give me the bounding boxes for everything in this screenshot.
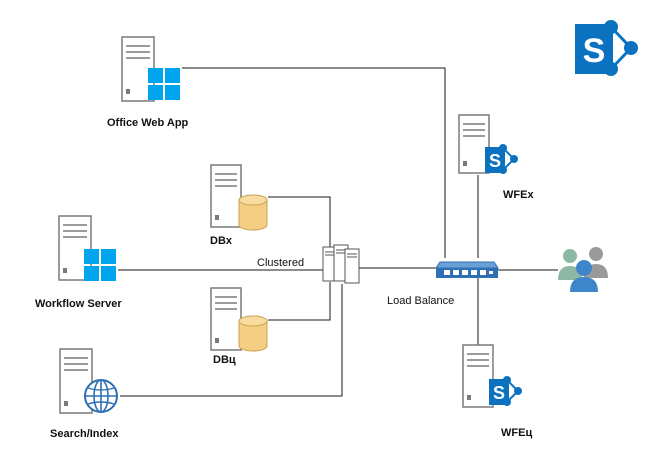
- label-clustered: Clustered: [257, 257, 304, 269]
- server-icon: [58, 215, 92, 281]
- server-icon: [210, 164, 242, 228]
- office-web-app-node: Office Web App: [107, 36, 189, 129]
- wfey-node: S WFEц: [462, 344, 532, 439]
- sharepoint-logo-icon: S: [575, 20, 638, 76]
- server-icon: [462, 344, 494, 408]
- label-dby: DBц: [213, 354, 236, 366]
- dbx-node: DBx: [210, 164, 268, 247]
- windows-logo-icon: [84, 249, 116, 281]
- line-dbx-to-cluster: [268, 196, 331, 252]
- workflow-server-node: Workflow Server: [35, 215, 122, 310]
- database-icon: [238, 315, 268, 352]
- svg-text:S: S: [583, 32, 606, 70]
- users-group-icon: [558, 247, 608, 292]
- server-icon: [458, 114, 490, 174]
- sharepoint-icon: S: [485, 144, 518, 174]
- line-search-to-cluster: [120, 284, 343, 397]
- server-icon: [210, 287, 242, 351]
- network-switch-icon: [435, 261, 499, 278]
- label-load-balance: Load Balance: [387, 295, 454, 307]
- label-search-index: Search/Index: [50, 428, 119, 440]
- label-office-web-app: Office Web App: [107, 117, 189, 129]
- label-dbx: DBx: [210, 235, 233, 247]
- label-wfex: WFEx: [503, 189, 534, 201]
- dby-node: DBц: [210, 287, 268, 366]
- globe-icon: [84, 379, 118, 413]
- svg-text:S: S: [489, 151, 501, 171]
- line-office-web-app-to-load-balancer: [182, 67, 446, 258]
- wfex-node: S WFEx: [458, 114, 534, 201]
- svg-text:S: S: [493, 383, 505, 403]
- connection-lines: [118, 67, 558, 397]
- label-workflow-server: Workflow Server: [35, 298, 122, 310]
- search-index-node: Search/Index: [50, 348, 119, 440]
- label-wfey: WFEц: [501, 427, 532, 439]
- server-cluster-icon: [322, 244, 360, 284]
- windows-logo-icon: [148, 68, 180, 100]
- line-dby-to-cluster: [268, 282, 331, 321]
- server-icon: [59, 348, 93, 414]
- sharepoint-icon: S: [489, 376, 522, 406]
- database-icon: [238, 194, 268, 231]
